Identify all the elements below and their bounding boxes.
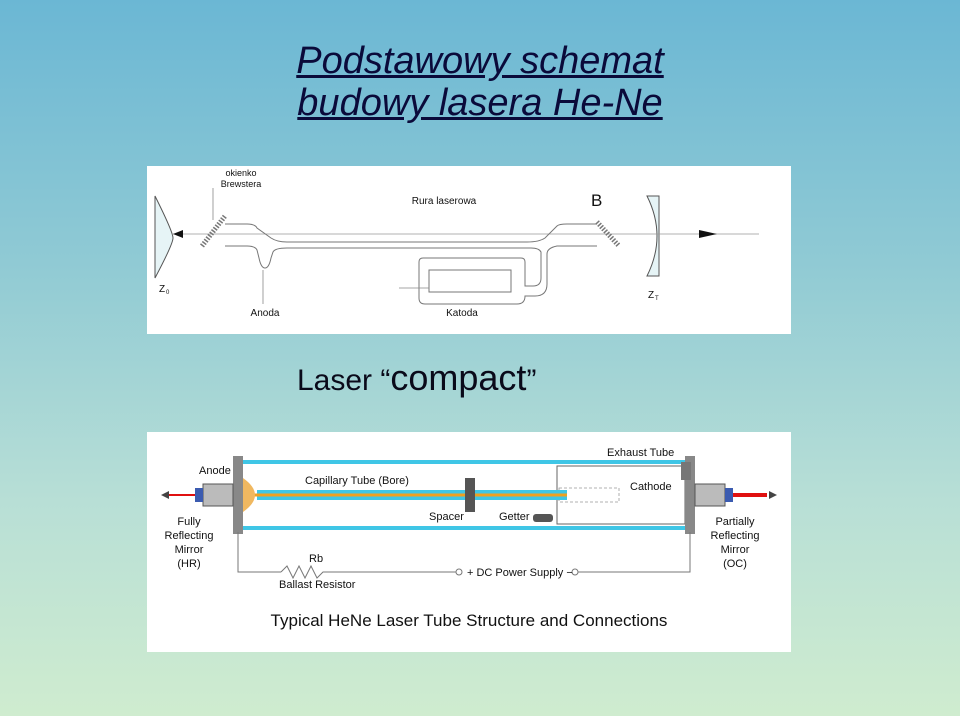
zt-subscript: T	[655, 296, 659, 302]
right-beam-arrow	[769, 491, 777, 499]
basic-schematic-panel: okienko Brewstera Rura laserowa B Z 0 Z …	[147, 166, 791, 334]
ballast-resistor	[280, 564, 457, 580]
subtitle-prefix: Laser “	[297, 364, 391, 397]
right-flange	[685, 456, 695, 534]
anode-label: Anoda	[251, 308, 280, 319]
brewster-window-right	[595, 220, 621, 248]
left-arrow	[173, 230, 183, 238]
z0-subscript: 0	[166, 290, 170, 296]
left-mirror	[154, 195, 174, 279]
tube-bottom-outline	[225, 245, 597, 305]
power-supply-label: + DC Power Supply −	[467, 567, 573, 579]
right-arrow	[699, 230, 717, 238]
anode-glow	[243, 478, 255, 512]
title-line-2: budowy lasera He-Ne	[297, 82, 663, 124]
cathode-shape	[428, 269, 512, 293]
title-line-1: Podstawowy schemat	[296, 40, 664, 82]
ballast-label: Ballast Resistor	[279, 579, 356, 591]
basic-schematic-diagram: okienko Brewstera Rura laserowa B Z 0 Z …	[154, 168, 759, 319]
oc-label-4: (OC)	[723, 558, 747, 570]
oc-label-3: Mirror	[721, 544, 750, 556]
hr-label-3: Mirror	[175, 544, 204, 556]
anode-wire	[237, 532, 281, 573]
hr-label-2: Reflecting	[165, 530, 214, 542]
hene-tube-diagram: Anode Capillary Tube (Bore) Exhaust Tube…	[161, 447, 777, 630]
brewster-label-1: okienko	[225, 168, 256, 178]
cathode-wire	[578, 532, 691, 573]
getter	[533, 514, 553, 522]
left-beam-arrow	[161, 491, 169, 499]
cathode-cylinder	[556, 465, 686, 525]
exhaust-tube	[681, 462, 691, 480]
right-mirror	[646, 195, 660, 277]
spacer	[465, 478, 475, 512]
zt-label: Z	[648, 290, 654, 301]
b-label: B	[591, 191, 602, 210]
getter-label: Getter	[499, 511, 530, 523]
brewster-label-2: Brewstera	[221, 179, 262, 189]
cathode-label: Katoda	[446, 308, 478, 319]
tube-label: Rura laserowa	[412, 196, 477, 207]
spacer-label: Spacer	[429, 511, 464, 523]
rb-label: Rb	[309, 553, 323, 565]
oc-label-1: Partially	[715, 516, 755, 528]
cathode-label: Cathode	[630, 481, 672, 493]
oc-label-2: Reflecting	[711, 530, 760, 542]
subtitle-word: compact	[390, 357, 527, 398]
capillary-label: Capillary Tube (Bore)	[305, 475, 409, 487]
exhaust-label: Exhaust Tube	[607, 447, 674, 459]
hene-tube-panel: Anode Capillary Tube (Bore) Exhaust Tube…	[147, 432, 791, 652]
brewster-window-left	[200, 214, 227, 248]
z0-label: Z	[159, 284, 165, 295]
subtitle: Laser “compact”	[297, 357, 536, 399]
left-flange	[233, 456, 243, 534]
anode-label: Anode	[199, 465, 231, 477]
positive-terminal	[455, 568, 463, 576]
hr-label-4: (HR)	[177, 558, 200, 570]
oc-mirror-holder	[694, 483, 726, 507]
diagram-caption: Typical HeNe Laser Tube Structure and Co…	[271, 611, 668, 630]
negative-terminal	[571, 568, 579, 576]
slide-title: Podstawowy schemat budowy lasera He-Ne	[0, 40, 960, 124]
hr-mirror-holder	[202, 483, 234, 507]
hr-label-1: Fully	[177, 516, 201, 528]
subtitle-suffix: ”	[526, 364, 537, 397]
tube-top-outline	[225, 223, 597, 243]
oc-mirror	[725, 488, 733, 502]
hr-mirror	[195, 488, 203, 502]
